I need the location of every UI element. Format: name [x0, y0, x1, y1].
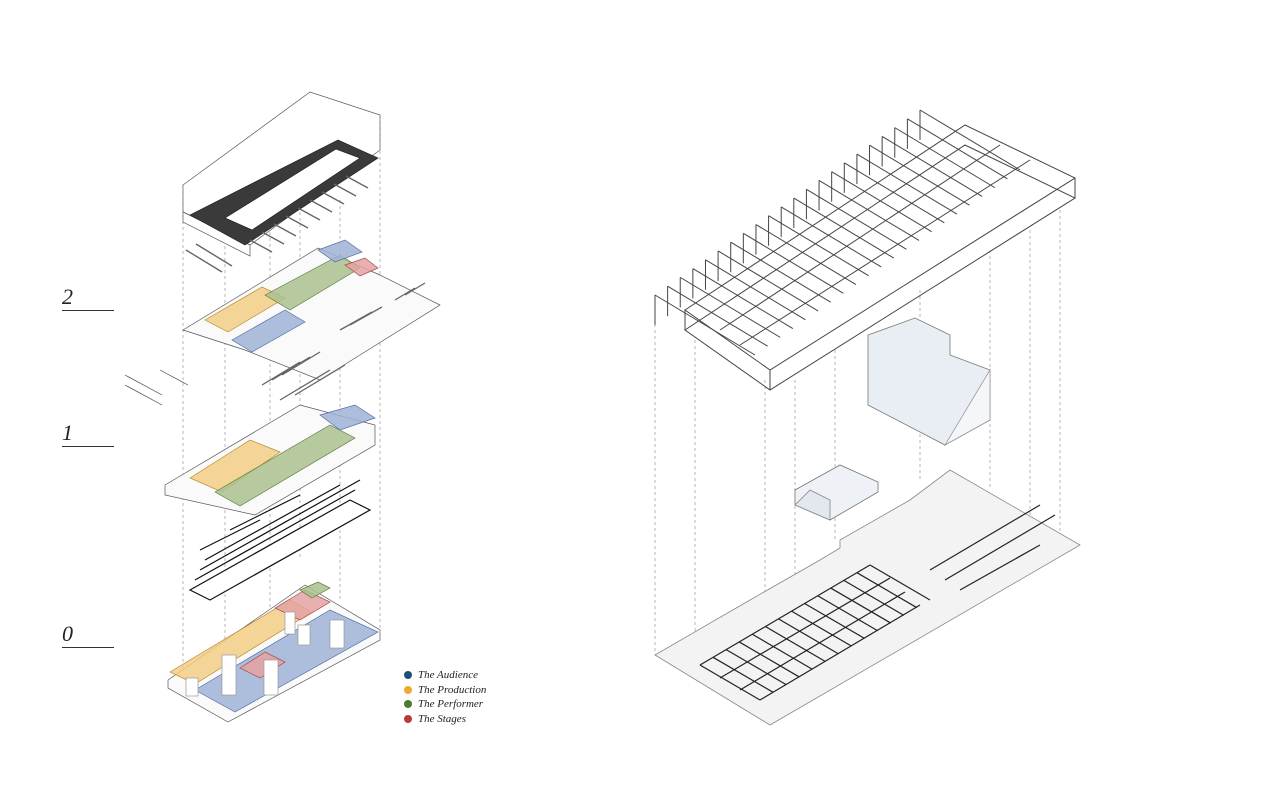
truss-web	[856, 572, 918, 609]
truss-chord	[944, 514, 1056, 581]
legend-dot	[404, 685, 412, 694]
level-label-2: 2	[62, 284, 114, 311]
rafter	[831, 171, 932, 233]
truss-web	[830, 587, 892, 624]
side-facade	[124, 369, 189, 406]
rafter	[780, 206, 882, 268]
rafter	[717, 250, 819, 312]
level-2-slab	[124, 239, 441, 406]
truss-web	[699, 664, 761, 701]
legend-item-performer: The Performer	[404, 697, 486, 712]
truss-web	[778, 618, 839, 655]
rafter	[869, 144, 970, 206]
truss-web	[752, 633, 813, 670]
legend-item-audience: The Audience	[404, 668, 486, 683]
rafter	[844, 162, 945, 224]
level-0-slab	[167, 581, 381, 723]
truss-web	[738, 641, 800, 678]
level-1-slab	[164, 404, 376, 516]
rafter	[856, 153, 958, 215]
rafter	[667, 285, 768, 347]
legend-item-production: The Production	[404, 683, 486, 698]
structure-grid	[188, 479, 372, 601]
legend-dot	[404, 671, 412, 680]
volumes	[794, 317, 991, 521]
legend-dot	[404, 700, 412, 709]
truss-web	[725, 649, 787, 686]
ground-trusses	[699, 504, 1056, 701]
structural-axonometric	[654, 109, 1081, 726]
roof-battens	[185, 175, 369, 273]
rafter	[705, 259, 806, 321]
truss-web	[869, 564, 931, 601]
facade-fins	[261, 282, 426, 401]
legend-item-stages: The Stages	[404, 712, 486, 727]
truss-chord	[929, 504, 1041, 571]
rafter	[743, 232, 844, 294]
truss-chord	[699, 564, 871, 666]
legend-label: The Performer	[418, 698, 484, 711]
truss-chord	[719, 577, 891, 679]
rafter	[755, 224, 857, 285]
truss-chord	[959, 544, 1041, 591]
rafter	[919, 109, 1021, 171]
rafter	[881, 135, 983, 197]
rafter	[894, 127, 996, 189]
exploded-axonometric	[124, 91, 441, 723]
level-label-1: 1	[62, 420, 114, 447]
rafter	[679, 276, 781, 338]
ground-plate	[654, 469, 1081, 726]
legend-dot	[404, 714, 412, 723]
level-label-0: 0	[62, 621, 114, 648]
roof-frame	[654, 109, 1077, 391]
truss-chord	[759, 604, 921, 701]
rafter	[806, 188, 907, 250]
rafters	[654, 109, 1021, 356]
roof-layer	[182, 91, 381, 273]
truss-web	[791, 610, 852, 647]
rafter	[768, 215, 869, 277]
towers	[185, 611, 345, 697]
rafter	[793, 197, 895, 259]
truss-web	[817, 595, 878, 632]
legend-label: The Audience	[418, 669, 478, 682]
truss-web	[843, 579, 905, 616]
truss-web	[712, 656, 774, 693]
rafter	[818, 180, 920, 241]
truss-web	[765, 626, 826, 663]
rafter	[692, 268, 794, 330]
rafter	[730, 241, 831, 303]
truss-web	[804, 602, 865, 639]
legend: The Audience The Production The Performe…	[404, 668, 486, 726]
legend-label: The Stages	[418, 712, 466, 725]
legend-label: The Production	[418, 683, 487, 696]
rafter	[907, 118, 1008, 180]
rafter	[654, 294, 756, 356]
